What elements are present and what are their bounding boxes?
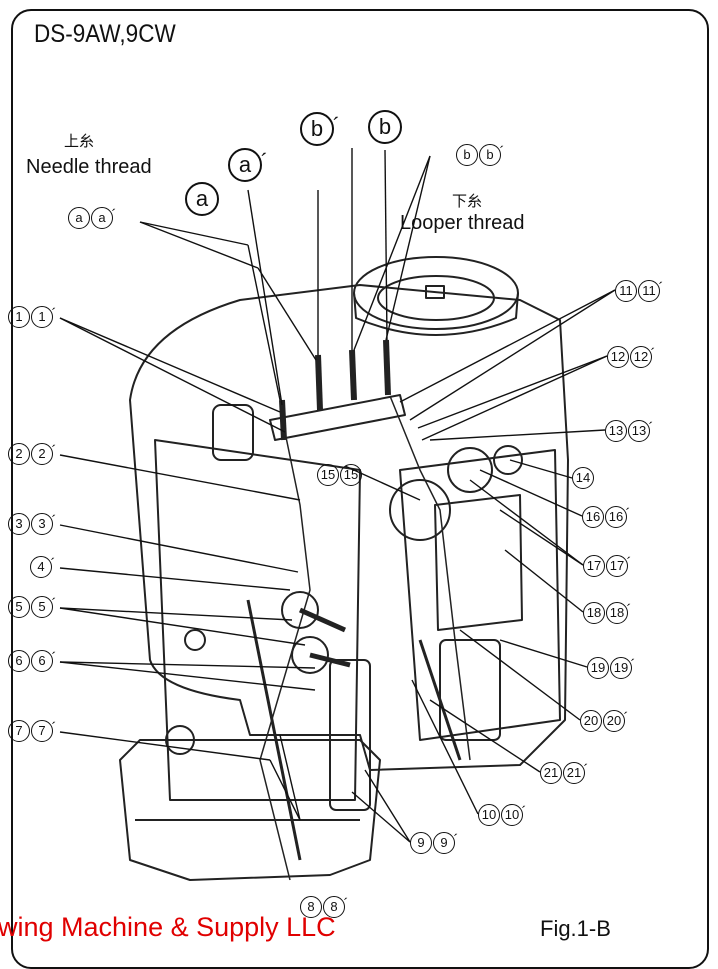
machine-body [129,284,569,771]
looper-thread-label: Looper thread [400,212,525,234]
label-b-prime: b´ [300,112,341,146]
sewing-machine-illustration [59,148,616,881]
label-a-prime: a´ [228,148,269,182]
machine-base [119,739,381,881]
needle-thread-label: Needle thread [26,156,152,178]
looper-cover [439,639,501,741]
label-b: b [368,110,403,144]
needle-thread-jp: 上糸 [64,132,95,150]
looper-thread-jp: 下糸 [452,192,483,210]
label-a: a [185,182,220,216]
callout-14: 14 [572,467,595,489]
figure-caption: Fig.1-B [540,916,611,941]
tension-disc-15 [389,479,451,541]
callout-4: 4´ [30,556,57,578]
watermark: wing Machine & Supply LLC [0,912,336,942]
model-title: DS-9AW,9CW [34,20,176,48]
